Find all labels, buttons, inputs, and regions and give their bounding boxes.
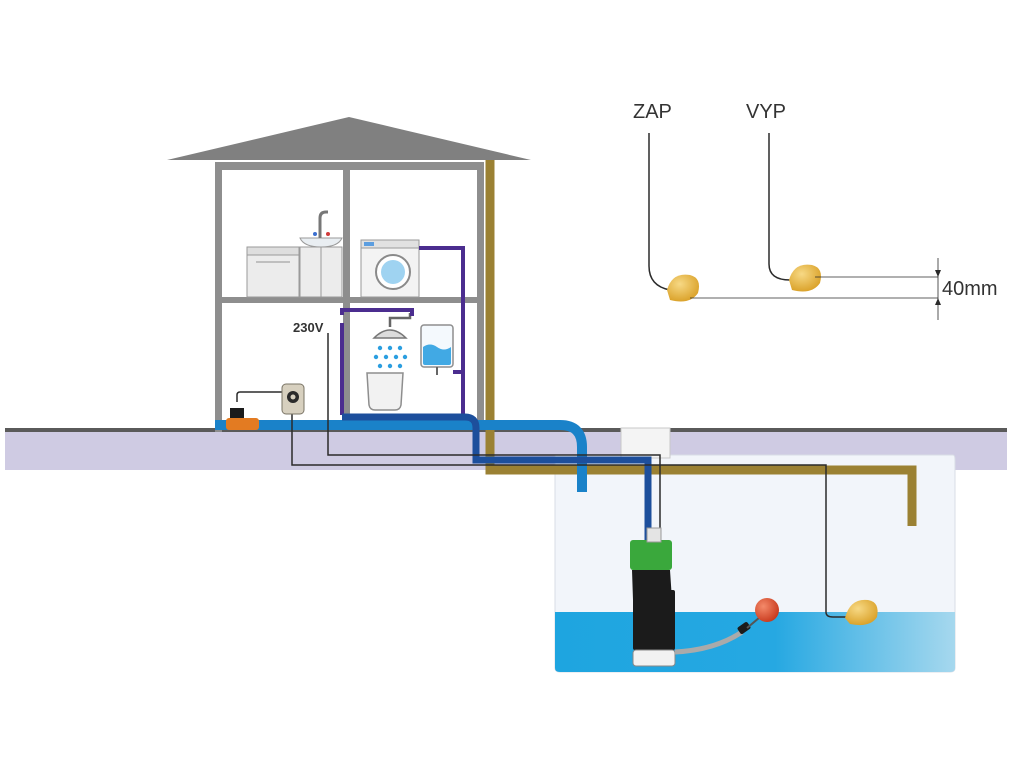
float-switch-icon — [845, 599, 878, 626]
voltage-label: 230V — [293, 320, 324, 335]
float-off-icon — [789, 264, 821, 292]
house — [167, 117, 531, 432]
float-on-icon — [667, 274, 699, 302]
dishwasher-icon — [246, 246, 300, 298]
vent-pipe — [485, 160, 917, 526]
main-water-pipe — [215, 413, 652, 540]
filter-cap — [230, 408, 244, 418]
on-label: ZAP — [633, 101, 672, 123]
float-level-diagram: ZAP VYP 40mm — [633, 101, 998, 320]
off-label: VYP — [746, 101, 786, 123]
distribution-pipes — [340, 246, 465, 415]
roof — [167, 117, 531, 160]
submersible-pump-icon — [630, 527, 751, 667]
water-heater-icon — [420, 324, 454, 375]
float-valve-icon — [746, 598, 779, 629]
cables — [236, 333, 848, 618]
sink-icon — [299, 210, 343, 298]
controller-icon — [281, 383, 305, 415]
bathtub-icon — [366, 372, 404, 411]
washing-machine-icon — [360, 239, 420, 298]
inspection-shaft — [620, 427, 671, 459]
shower-icon — [372, 313, 412, 369]
gap-label: 40mm — [942, 278, 998, 300]
filter — [226, 418, 259, 430]
